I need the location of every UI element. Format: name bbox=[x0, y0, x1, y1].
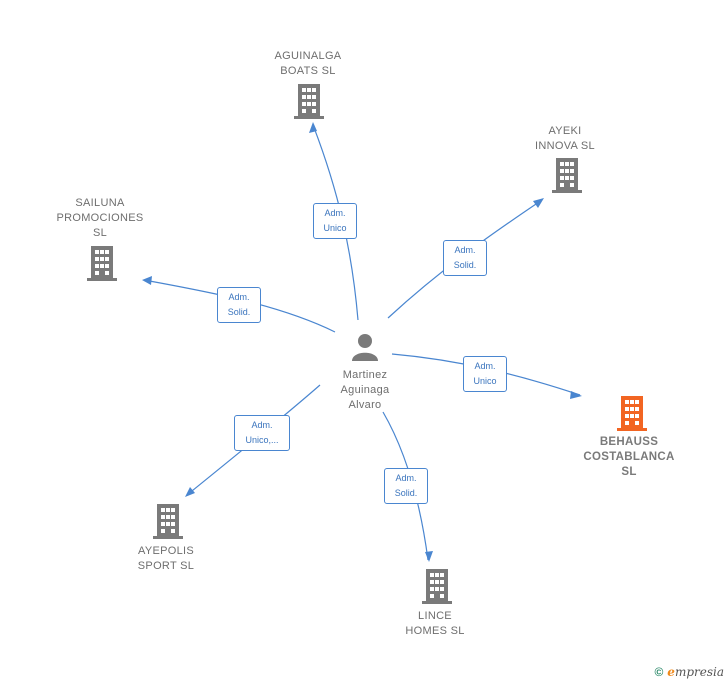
company-label-ayeki[interactable]: AYEKI INNOVA SL bbox=[535, 125, 595, 152]
building-icon-behauss[interactable] bbox=[616, 396, 648, 432]
arrow-behauss bbox=[570, 391, 582, 399]
arrow-aguinalga bbox=[309, 122, 317, 133]
relation-label-ayeki[interactable]: Adm. Solid. bbox=[443, 240, 487, 276]
brand-initial: e bbox=[667, 665, 675, 679]
company-label-ayepolis[interactable]: AYEPOLIS SPORT SL bbox=[137, 545, 195, 572]
relation-label-aguinalga[interactable]: Adm. Unico bbox=[313, 203, 357, 239]
arrow-sailuna bbox=[142, 276, 152, 285]
relation-label-ayepolis[interactable]: Adm. Unico,... bbox=[234, 415, 290, 451]
arrow-lince bbox=[425, 551, 433, 562]
company-label-aguinalga[interactable]: AGUINALGA BOATS SL bbox=[274, 50, 342, 77]
arrow-ayeki bbox=[533, 198, 544, 208]
empresia-brand: ©empresia bbox=[654, 665, 724, 679]
copyright-icon: © bbox=[654, 665, 664, 679]
brand-name: mpresia bbox=[674, 665, 724, 679]
company-label-behauss[interactable]: BEHAUSS COSTABLANCA SL bbox=[583, 436, 675, 478]
relation-label-lince[interactable]: Adm. Solid. bbox=[384, 468, 428, 504]
building-icon-ayeki[interactable] bbox=[551, 158, 583, 194]
building-icon-sailuna[interactable] bbox=[86, 246, 118, 282]
person-name-label[interactable]: Martinez Aguinaga Alvaro bbox=[340, 369, 390, 411]
company-label-sailuna[interactable]: SAILUNA PROMOCIONES SL bbox=[56, 197, 144, 239]
relation-label-sailuna[interactable]: Adm. Solid. bbox=[217, 287, 261, 323]
building-icon-ayepolis[interactable] bbox=[152, 504, 184, 540]
company-label-lince[interactable]: LINCE HOMES SL bbox=[405, 610, 465, 637]
building-icon-aguinalga[interactable] bbox=[293, 84, 325, 120]
building-icon-lince[interactable] bbox=[421, 569, 453, 605]
arrow-ayepolis bbox=[185, 487, 195, 497]
person-icon[interactable] bbox=[352, 334, 378, 361]
relation-label-behauss[interactable]: Adm. Unico bbox=[463, 356, 507, 392]
